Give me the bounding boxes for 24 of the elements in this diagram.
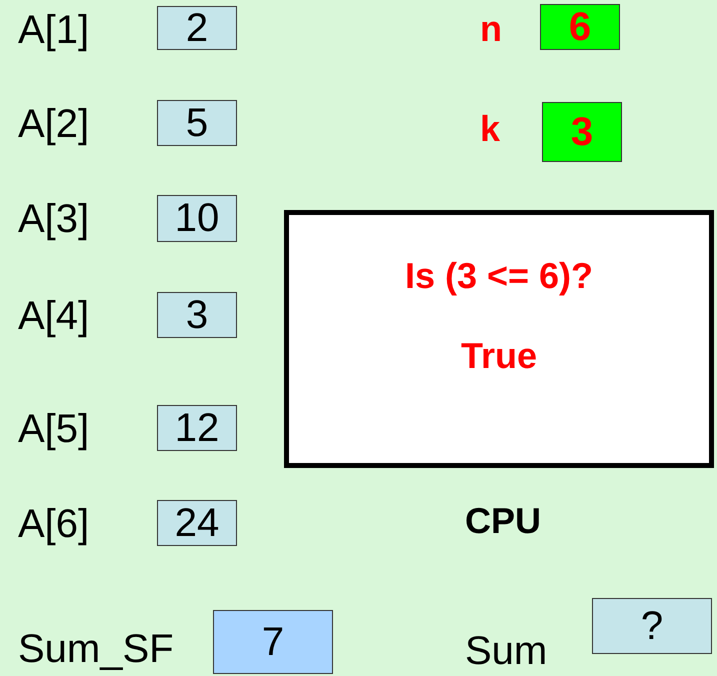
value-cell: 5	[157, 100, 237, 146]
variable-label: CPU	[465, 500, 542, 542]
variable-value-box: 6	[540, 4, 620, 50]
variable-label: A[6]	[18, 502, 90, 547]
result-text: True	[460, 335, 538, 377]
variable-label: Sum_SF	[18, 627, 174, 672]
variable-label: n	[480, 8, 502, 50]
value-cell: 3	[157, 292, 237, 338]
variable-label: A[4]	[18, 294, 90, 339]
value-cell: 10	[157, 195, 237, 242]
variable-label: A[3]	[18, 197, 90, 242]
variable-value-box: 3	[542, 102, 622, 162]
value-cell: 7	[213, 610, 333, 674]
variable-label: A[1]	[18, 8, 90, 53]
cpu-panel	[284, 210, 714, 468]
value-cell: 2	[157, 6, 237, 50]
variable-label: A[2]	[18, 102, 90, 147]
condition-text: Is (3 <= 6)?	[404, 255, 594, 297]
value-cell: ?	[592, 598, 712, 654]
value-cell: 24	[157, 500, 237, 546]
variable-label: Sum	[465, 629, 548, 674]
variable-label: k	[480, 108, 500, 150]
value-cell: 12	[157, 405, 237, 451]
variable-label: A[5]	[18, 407, 90, 452]
